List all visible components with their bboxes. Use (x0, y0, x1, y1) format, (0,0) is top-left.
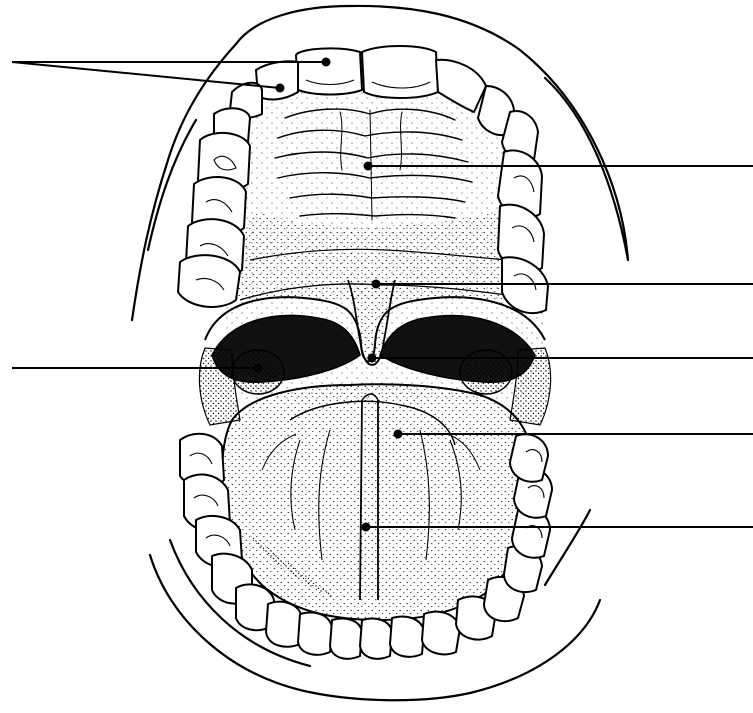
mouth-diagram (0, 0, 753, 713)
mouth-illustration (0, 0, 753, 713)
